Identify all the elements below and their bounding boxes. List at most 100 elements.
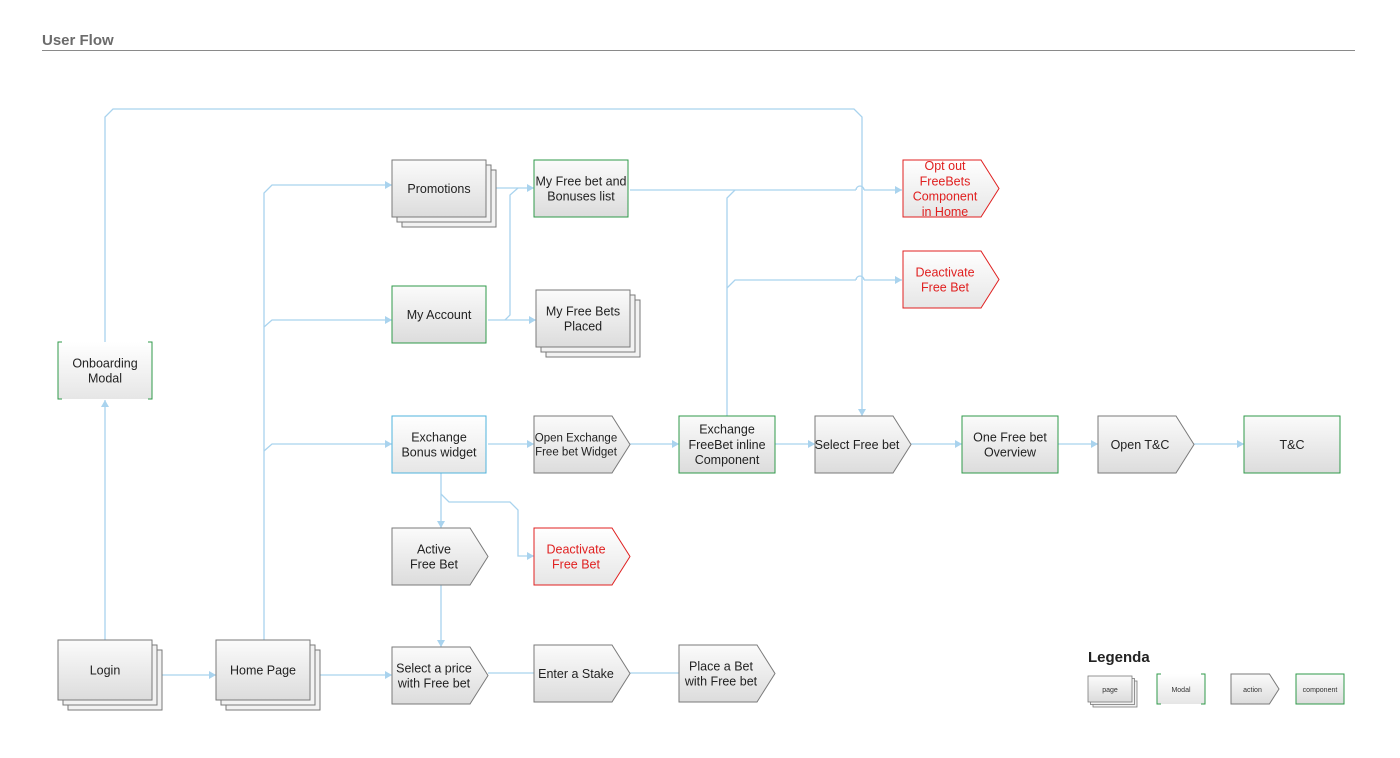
arrowhead-select — [808, 440, 815, 448]
legend-title: Legenda — [1088, 649, 1150, 666]
node-login[interactable]: Login — [57, 639, 163, 711]
node-my-account[interactable]: My Account — [391, 285, 487, 344]
connector-widget-deactivate — [440, 493, 534, 557]
connector-account-list — [504, 187, 519, 321]
connector-inline-up — [726, 189, 736, 416]
arrowhead-onboarding — [101, 400, 109, 407]
exchange-bonus-widget-label-1: Exchange — [411, 430, 467, 444]
deactivate-top-label-2: Free Bet — [921, 281, 969, 295]
connector-home-account — [263, 319, 392, 328]
arrowhead-widget — [385, 440, 392, 448]
opt-out-label-3: Component — [913, 190, 978, 204]
my-free-bet-list-label-1: My Free bet and — [535, 174, 626, 188]
arrowhead-tc — [1237, 440, 1244, 448]
arrowhead-optout — [895, 186, 902, 194]
legend-label-modal: Modal — [1171, 687, 1191, 694]
login-label-1: Login — [90, 663, 121, 677]
one-free-bet-overview-label-2: Overview — [984, 446, 1037, 460]
node-home-page[interactable]: Home Page — [215, 639, 321, 711]
page-title: User Flow — [42, 32, 114, 49]
place-bet-label-2: with Free bet — [684, 675, 758, 689]
legend-label-component: component — [1303, 687, 1338, 694]
opt-out-label-4: in Home — [922, 205, 969, 219]
select-free-bet-label-1: Select Free bet — [815, 438, 900, 452]
arrowhead-home — [209, 671, 216, 679]
node-select-price[interactable]: Select a price with Free bet — [391, 646, 489, 705]
node-open-tc[interactable]: Open T&C — [1097, 415, 1195, 474]
arrowhead-promotions — [385, 181, 392, 189]
arrowhead-overview — [955, 440, 962, 448]
opt-out-label-1: Opt out — [925, 159, 967, 173]
connector-hop — [855, 275, 865, 281]
exchange-bonus-widget-label-2: Bonus widget — [401, 446, 477, 460]
arrowhead-active — [437, 521, 445, 528]
arrowhead-opentc — [1091, 440, 1098, 448]
my-free-bets-placed-label-2: Placed — [564, 320, 602, 334]
open-tc-label-1: Open T&C — [1111, 438, 1170, 452]
arrowhead-inline — [672, 440, 679, 448]
legend-item-action: action — [1230, 673, 1280, 705]
one-free-bet-overview-label-1: One Free bet — [973, 430, 1047, 444]
legend-item-component: component — [1295, 673, 1345, 705]
select-price-label-1: Select a price — [396, 661, 472, 675]
enter-stake-label-1: Enter a Stake — [538, 667, 614, 681]
legend-item-page: page — [1087, 675, 1138, 708]
arrowhead-open — [527, 440, 534, 448]
arrowhead-price — [385, 671, 392, 679]
place-bet-label-1: Place a Bet — [689, 659, 753, 673]
arrowhead-deactivate-bottom — [527, 552, 534, 560]
deactivate-bottom-label-2: Free Bet — [552, 558, 600, 572]
node-select-free-bet[interactable]: Select Free bet — [814, 415, 912, 474]
exchange-freebet-inline-label-2: FreeBet inline — [688, 438, 765, 452]
select-price-label-2: with Free bet — [397, 677, 471, 691]
arrowhead-account — [385, 316, 392, 324]
active-free-bet-label-1: Active — [417, 542, 451, 556]
exchange-freebet-inline-label-3: Component — [695, 453, 760, 467]
header-divider — [42, 50, 1355, 51]
connector-lines — [101, 108, 1244, 679]
open-exchange-widget-label-2: Free bet Widget — [535, 447, 618, 459]
node-tc[interactable]: T&C — [1243, 415, 1341, 474]
exchange-freebet-inline-label-1: Exchange — [699, 423, 755, 437]
legend-item-modal: Modal — [1156, 673, 1206, 705]
arrowhead-placed — [529, 316, 536, 324]
arrowhead-select-price — [437, 640, 445, 647]
legend-label-action: action — [1243, 687, 1262, 694]
connector-hop — [855, 185, 865, 191]
open-exchange-widget-label-1: Open Exchange — [535, 433, 617, 445]
promotions-label-1: Promotions — [407, 182, 470, 196]
active-free-bet-label-2: Free Bet — [410, 558, 458, 572]
connector-home-widget — [263, 443, 392, 452]
my-free-bet-list-label-2: Bonuses list — [547, 190, 615, 204]
connector-inline-deactivate — [726, 279, 856, 289]
deactivate-bottom-label-1: Deactivate — [546, 542, 605, 556]
legend-label-page: page — [1102, 687, 1118, 694]
node-place-bet[interactable]: Place a Bet with Free bet — [678, 644, 776, 703]
connector-home-promotions — [263, 184, 392, 640]
arrowhead-deactivate — [895, 276, 902, 284]
onboarding-label-1: Onboarding — [72, 356, 137, 370]
my-account-label-1: My Account — [407, 308, 472, 322]
deactivate-top-label-1: Deactivate — [915, 265, 974, 279]
opt-out-label-2: FreeBets — [920, 174, 971, 188]
home-page-label-1: Home Page — [230, 663, 296, 677]
arrowhead-select-free-bet — [858, 409, 866, 416]
tc-label-1: T&C — [1280, 438, 1305, 452]
my-free-bets-placed-label-1: My Free Bets — [546, 304, 620, 318]
onboarding-label-2: Modal — [88, 372, 122, 386]
node-enter-stake[interactable]: Enter a Stake — [533, 644, 631, 703]
arrowhead-list — [527, 184, 534, 192]
node-promotions[interactable]: Promotions — [391, 159, 497, 228]
